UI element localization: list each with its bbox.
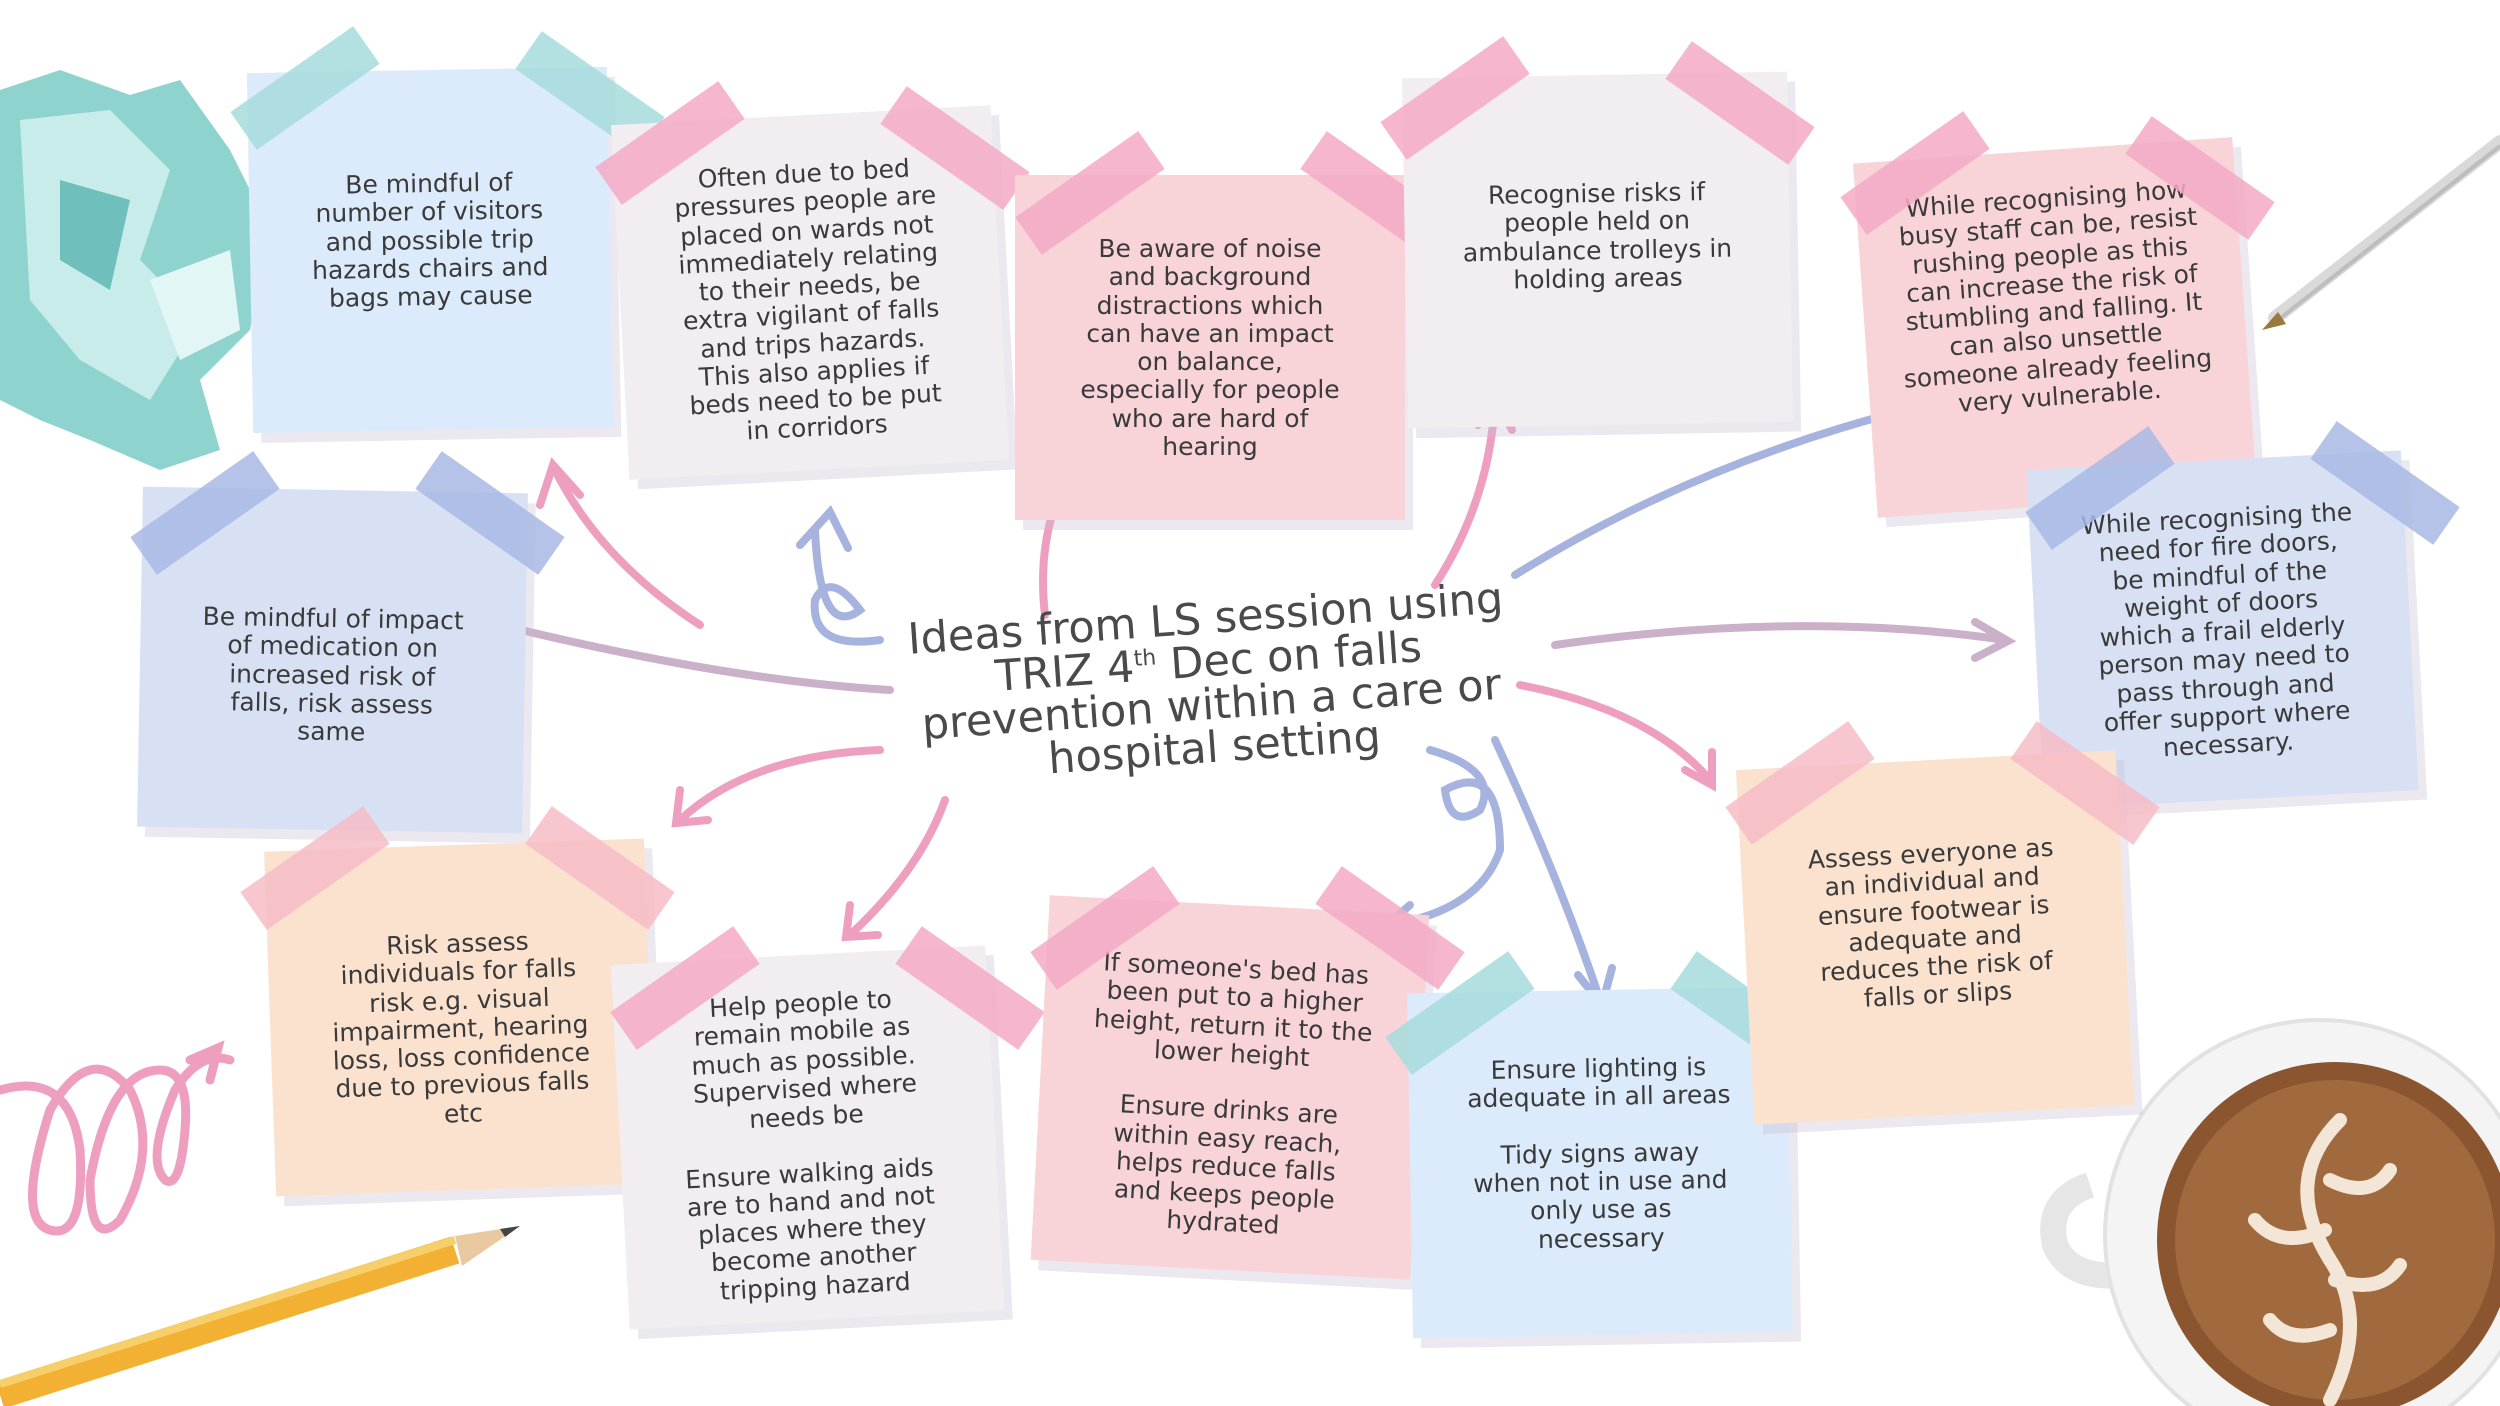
note-text: Assess everyone as an individual and ens… — [1807, 832, 2055, 1014]
pen-icon — [2262, 135, 2500, 330]
note-text: Help people to remain mobile as much as … — [684, 984, 936, 1306]
note-text: Be mindful of number of visitors and pos… — [311, 167, 549, 313]
crumpled-paper-icon — [0, 70, 270, 470]
note-visitors: Be mindful of number of visitors and pos… — [246, 66, 614, 434]
coffee-cup-icon — [2040, 1018, 2500, 1406]
note-text: Be aware of noise and background distrac… — [1080, 234, 1340, 461]
note-text: While recognising how busy staff can be,… — [1897, 174, 2213, 418]
arrow-to-lighting — [1491, 736, 1604, 1004]
note-text: If someone's bed has been put to a highe… — [1093, 947, 1374, 1241]
note-text: Ensure lighting is adequate in all areas… — [1466, 1052, 1731, 1254]
arrow-to-busy-staff — [1511, 401, 1929, 579]
arrow-to-bed-height — [1386, 746, 1505, 929]
note-text: Be mindful of impact of medication on in… — [202, 601, 465, 747]
arrow-to-ambulance — [1431, 396, 1499, 589]
pencil-icon — [0, 1226, 520, 1406]
arrow-to-footwear — [1516, 681, 1714, 784]
arrow-to-risk-assess — [676, 746, 884, 824]
note-text: While recognising the need for fire door… — [2080, 497, 2353, 763]
note-text: Often due to bed pressures people are pl… — [673, 153, 943, 446]
pink-squiggle-icon — [0, 1040, 235, 1236]
arrow-to-mobile — [846, 796, 949, 939]
arrow-to-visitors — [551, 466, 704, 629]
note-text: Recognise risks if people held on ambula… — [1462, 177, 1733, 295]
note-text: Risk assess individuals for falls risk e… — [331, 926, 591, 1129]
note-lighting: Ensure lighting is adequate in all areas… — [1407, 986, 1793, 1339]
arrow-to-bed-pressures — [810, 526, 884, 646]
arrow-to-fire-doors — [1551, 622, 2009, 649]
arrow-to-medication — [476, 616, 894, 694]
note-noise: Be aware of noise and background distrac… — [1015, 175, 1405, 520]
